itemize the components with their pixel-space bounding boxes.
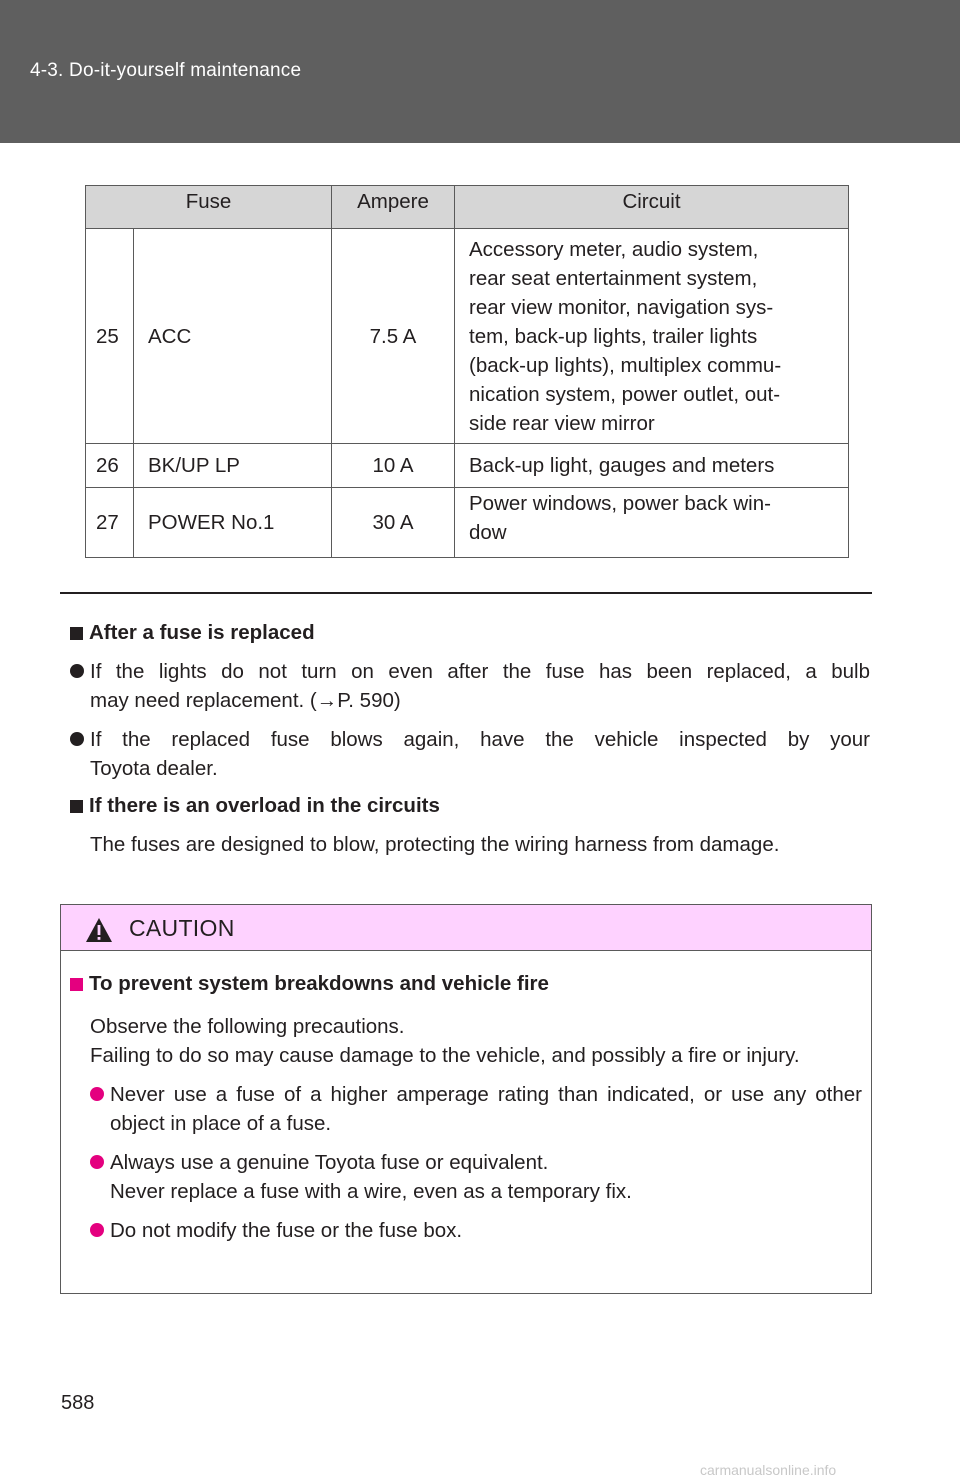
circuit-line: side rear view mirror: [469, 411, 655, 435]
circle-bullet-icon: [90, 1087, 104, 1101]
table-row: 27 POWER No.1 30 A Power windows, power …: [85, 487, 849, 558]
caution-text: Never replace a fuse with a wire, even a…: [110, 1180, 632, 1203]
caution-body: To prevent system breakdowns and vehicle…: [70, 969, 862, 1245]
watermark: carmanualsonline.info: [700, 1462, 837, 1478]
fuse-number: 25: [85, 228, 134, 444]
caution-header: CAUTION: [61, 905, 871, 951]
caution-heading: To prevent system breakdowns and vehicle…: [70, 969, 862, 998]
notes-section: After a fuse is replaced If the lights d…: [70, 618, 870, 859]
note-text: Toyota dealer.: [90, 757, 218, 780]
circuit-line: (back-up lights), multiplex commu-: [469, 353, 782, 377]
circle-bullet-icon: [90, 1223, 104, 1237]
circuit-line: rear seat entertainment system,: [469, 266, 758, 290]
fuse-ampere: 7.5 A: [331, 228, 455, 444]
note-bullet: If the lights do not turn on even after …: [70, 657, 870, 715]
caution-intro: Observe the following precautions. Faili…: [90, 1012, 862, 1070]
warning-triangle-icon: [86, 918, 112, 942]
circuit-line: Accessory meter, audio system,: [469, 237, 759, 261]
fuse-name: BK/UP LP: [133, 443, 332, 488]
circuit-line: Power windows, power back win-: [469, 491, 771, 515]
section-title: 4-3. Do-it-yourself maintenance: [30, 60, 302, 81]
fuse-circuit: Power windows, power back win- dow: [454, 487, 849, 558]
fuse-circuit: Accessory meter, audio system, rear seat…: [454, 228, 849, 444]
caution-bullet: Do not modify the fuse or the fuse box.: [90, 1216, 862, 1245]
circle-bullet-icon: [90, 1155, 104, 1169]
table-header-row: Fuse Ampere Circuit: [85, 185, 849, 229]
col-header-fuse: Fuse: [85, 185, 332, 229]
col-header-circuit: Circuit: [454, 185, 849, 229]
caution-label: CAUTION: [129, 915, 235, 941]
header-band: 4-3. Do-it-yourself maintenance: [0, 0, 960, 143]
caution-text: Always use a genuine Toyota fuse or equi…: [110, 1151, 549, 1174]
fuse-number: 27: [85, 487, 134, 558]
circle-bullet-icon: [70, 732, 84, 746]
note-heading-text: After a fuse is replaced: [89, 621, 315, 644]
fuse-name: POWER No.1: [133, 487, 332, 558]
note-heading-text: If there is an overload in the circuits: [89, 794, 440, 817]
table-row: 25 ACC 7.5 A Accessory meter, audio syst…: [85, 228, 849, 444]
fuse-ampere: 10 A: [331, 443, 455, 488]
note-heading: After a fuse is replaced: [70, 618, 870, 647]
caution-box: CAUTION To prevent system breakdowns and…: [60, 904, 872, 1294]
fuse-table: Fuse Ampere Circuit 25 ACC 7.5 A Accesso…: [85, 185, 849, 558]
square-bullet-icon: [70, 800, 83, 813]
caution-text: Never use a fuse of a higher amperage ra…: [110, 1083, 862, 1135]
caution-text: Do not modify the fuse or the fuse box.: [110, 1219, 463, 1242]
page-number: 588: [61, 1392, 95, 1414]
note-text: If the replaced fuse blows again, have t…: [90, 728, 870, 751]
note-bullet: If the replaced fuse blows again, have t…: [70, 725, 870, 783]
circuit-line: dow: [469, 520, 507, 544]
caution-bullet: Never use a fuse of a higher amperage ra…: [90, 1080, 862, 1138]
note-text: If the lights do not turn on even after …: [90, 660, 870, 683]
square-bullet-icon: [70, 627, 83, 640]
caution-text: Failing to do so may cause damage to the…: [90, 1044, 800, 1067]
col-header-ampere: Ampere: [331, 185, 455, 229]
section-divider: [60, 592, 872, 594]
note-text: may need replacement. (→P. 590): [90, 689, 401, 712]
note-heading: If there is an overload in the circuits: [70, 791, 870, 820]
fuse-name: ACC: [133, 228, 332, 444]
circuit-line: tem, back-up lights, trailer lights: [469, 324, 758, 348]
table-row: 26 BK/UP LP 10 A Back-up light, gauges a…: [85, 443, 849, 488]
fuse-number: 26: [85, 443, 134, 488]
square-bullet-icon: [70, 978, 83, 991]
caution-bullet: Always use a genuine Toyota fuse or equi…: [90, 1148, 862, 1206]
note-text: The fuses are designed to blow, protecti…: [90, 833, 780, 856]
circuit-line: Back-up light, gauges and meters: [469, 454, 775, 477]
caution-text: Observe the following precautions.: [90, 1015, 405, 1038]
circuit-line: nication system, power outlet, out-: [469, 382, 781, 406]
fuse-ampere: 30 A: [331, 487, 455, 558]
fuse-circuit: Back-up light, gauges and meters: [454, 443, 849, 488]
caution-heading-text: To prevent system breakdowns and vehicle…: [89, 972, 549, 995]
circuit-line: rear view monitor, navigation sys-: [469, 295, 774, 319]
circle-bullet-icon: [70, 664, 84, 678]
